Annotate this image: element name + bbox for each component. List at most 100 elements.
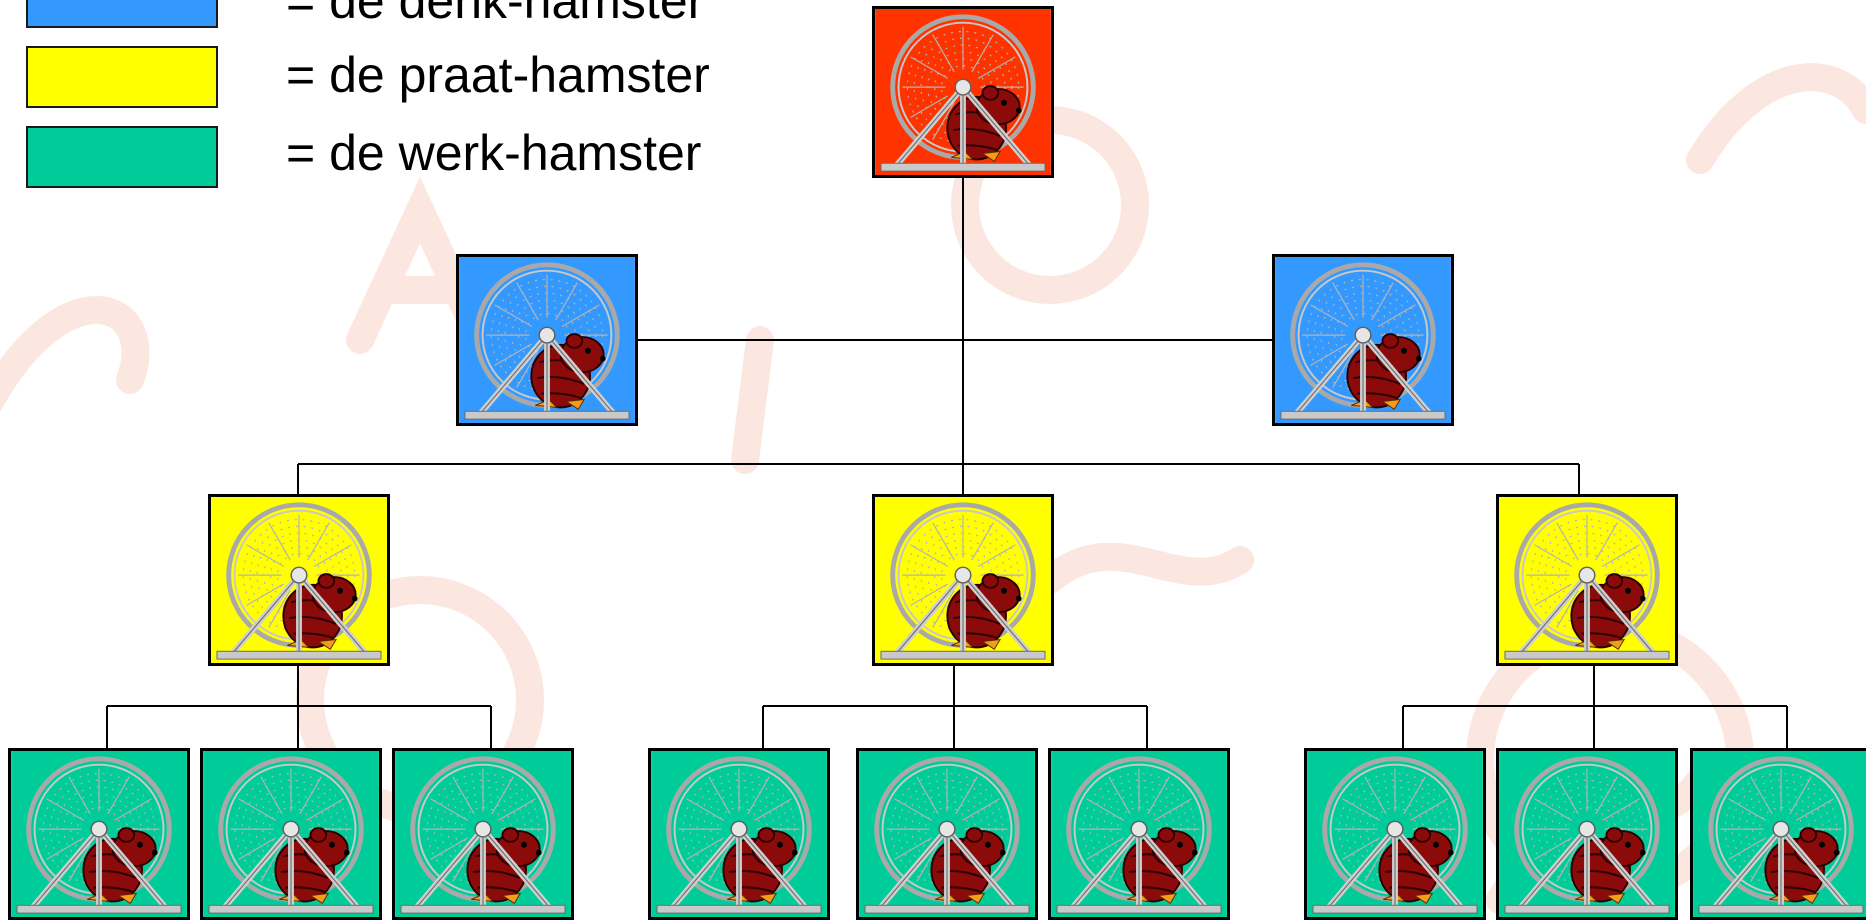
- hamster-wheel-part: [716, 807, 762, 852]
- hamster-wheel-part: [309, 827, 328, 843]
- hamster-wheel-part: [1605, 892, 1626, 905]
- hamster-wheel-part: [246, 544, 285, 567]
- hamster-wheel-part: [1157, 892, 1178, 905]
- hamster-wheel-part: [90, 820, 108, 838]
- hamster-wheel-part: [305, 798, 344, 821]
- hamster-wheel-part: [894, 837, 933, 860]
- hamster-wheel-part: [491, 776, 514, 815]
- hamster-wheel-part: [16, 904, 182, 914]
- hamster-wheel-part: [416, 828, 550, 908]
- hamster-wheel-icon: [1499, 751, 1675, 917]
- hamster-wheel-part: [430, 837, 469, 860]
- praat-node: [208, 494, 390, 666]
- hamster-wheel-part: [1340, 313, 1386, 358]
- hamster-wheel-part: [981, 638, 1002, 651]
- hamster-wheel-part: [999, 849, 1006, 856]
- hamster-wheel-part: [940, 65, 986, 110]
- hamster-wheel-part: [1354, 326, 1372, 344]
- hamster-wheel-part: [962, 86, 1030, 166]
- hamster-wheel-part: [1072, 828, 1206, 908]
- hamster-wheel-part: [1605, 638, 1626, 651]
- hamster-wheel-part: [504, 292, 590, 378]
- hamster-wheel-part: [1625, 587, 1631, 594]
- hamster-wheel-part: [1372, 807, 1418, 852]
- hamster-wheel-part: [494, 343, 533, 366]
- hamster-wheel-icon: [1307, 751, 1483, 917]
- hamster-wheel-part: [501, 827, 520, 843]
- hamster-wheel-part: [1001, 587, 1007, 594]
- hamster-wheel-part: [954, 566, 972, 584]
- hamster-wheel-part: [880, 650, 1046, 660]
- hamster-wheel-part: [309, 892, 330, 905]
- hamster-wheel-part: [516, 350, 539, 388]
- hamster-wheel-part: [1138, 828, 1206, 908]
- hamster-wheel-part: [1728, 798, 1767, 821]
- hamster-wheel-part: [1345, 779, 1445, 879]
- hamster-wheel-part: [224, 828, 358, 908]
- legend-label-denk: = de denk-hamster: [286, 0, 705, 29]
- hamster-wheel-part: [1605, 573, 1624, 589]
- hamster-wheel-part: [56, 786, 142, 872]
- hamster-wheel-part: [1772, 820, 1790, 838]
- hamster-wheel-part: [317, 573, 336, 589]
- hamster-wheel-part: [307, 522, 330, 561]
- denk-node: [1272, 254, 1454, 426]
- hamster-wheel-part: [1447, 849, 1454, 856]
- werk-node: [1496, 748, 1678, 920]
- hamster-wheel-part: [561, 304, 600, 327]
- hamster-wheel-part: [1595, 776, 1618, 815]
- hamster-wheel-part: [68, 844, 91, 882]
- hamster-wheel-part: [1544, 786, 1630, 872]
- hamster-wheel-part: [565, 398, 586, 411]
- hamster-wheel-part: [916, 844, 939, 882]
- hamster-wheel-icon: [875, 497, 1051, 663]
- denk-node: [456, 254, 638, 426]
- hamster-wheel-part: [1601, 544, 1640, 567]
- legend-label-werk: = de werk-hamster: [286, 125, 702, 181]
- hamster-wheel-icon: [1275, 257, 1451, 423]
- hamster-wheel-part: [1364, 844, 1387, 882]
- hamster-wheel-part: [555, 282, 578, 321]
- hamster-wheel-icon: [11, 751, 187, 917]
- hamster-wheel-part: [910, 56, 949, 79]
- hamster-wheel-part: [565, 333, 584, 349]
- hamster-wheel-part: [440, 786, 526, 872]
- hamster-wheel-part: [910, 583, 949, 606]
- hamster-wheel-icon: [203, 751, 379, 917]
- hamster-wheel-part: [32, 828, 100, 908]
- hamster-wheel-part: [910, 544, 949, 567]
- hamster-wheel-part: [962, 574, 1030, 654]
- hamster-wheel-part: [1320, 292, 1406, 378]
- hamster-wheel-part: [689, 779, 789, 879]
- hamster-wheel-part: [1534, 583, 1573, 606]
- hamster-wheel-part: [1086, 837, 1125, 860]
- hamster-wheel-part: [268, 522, 291, 561]
- hamster-wheel-part: [497, 798, 536, 821]
- hamster-wheel-part: [68, 776, 91, 815]
- hamster-wheel-part: [1377, 304, 1416, 327]
- hamster-wheel-part: [916, 776, 939, 815]
- hamster-wheel-part: [757, 827, 776, 843]
- hamster-wheel-part: [248, 786, 334, 872]
- hamster-wheel-part: [1401, 347, 1407, 354]
- hamster-wheel-part: [1556, 776, 1579, 815]
- hamster-wheel-part: [1799, 827, 1818, 843]
- hamster-wheel-part: [1564, 553, 1610, 598]
- hamster-wheel-part: [791, 849, 798, 856]
- hamster-wheel-part: [938, 820, 956, 838]
- hamster-wheel-part: [1056, 904, 1222, 914]
- hamster-wheel-part: [452, 776, 475, 815]
- hamster-wheel-icon: [459, 257, 635, 423]
- hamster-wheel-part: [117, 892, 138, 905]
- hamster-wheel-part: [1433, 841, 1439, 848]
- hamster-wheel-part: [1520, 828, 1654, 908]
- hamster-wheel-part: [1698, 904, 1864, 914]
- hamster-wheel-part: [216, 650, 382, 660]
- hamster-wheel-part: [585, 347, 591, 354]
- hamster-wheel-part: [282, 820, 300, 838]
- hamster-wheel-part: [981, 85, 1000, 101]
- hamster-wheel-part: [497, 285, 597, 385]
- hamster-wheel-part: [897, 779, 997, 879]
- hamster-wheel-part: [932, 102, 955, 140]
- watermark-tilde: [1686, 63, 1866, 174]
